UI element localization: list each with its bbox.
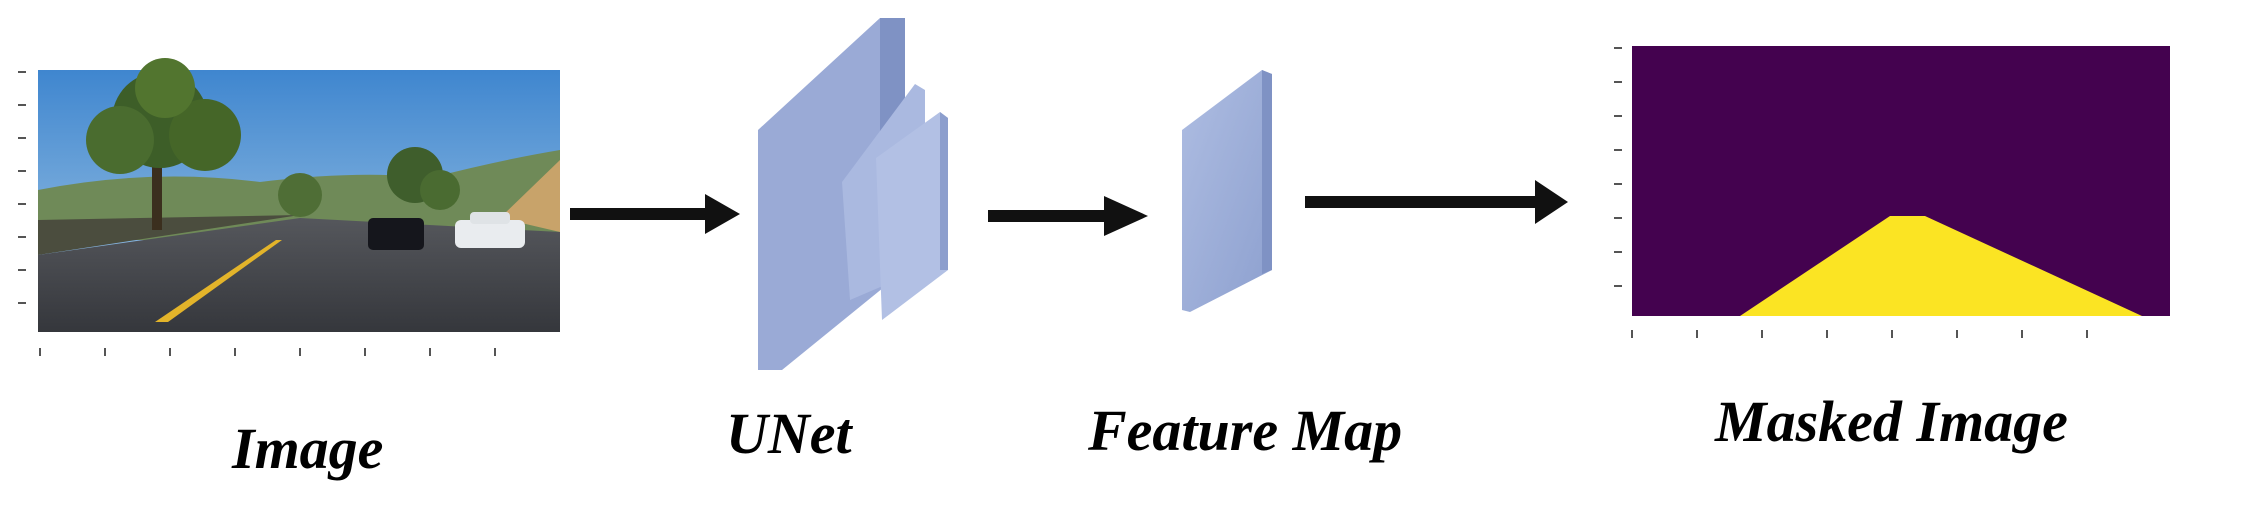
- tree: [86, 58, 241, 230]
- right-arrow-icon: [570, 194, 740, 234]
- right-arrow-icon: [988, 196, 1148, 236]
- mask-region: [1740, 216, 2142, 316]
- mask-axis-ticks: [1614, 47, 2088, 338]
- masked-image: [1632, 46, 2170, 316]
- caption-unet: UNet: [726, 401, 852, 466]
- road-photo: [38, 58, 560, 332]
- caption-image: Image: [232, 416, 384, 481]
- unet-block-icon: [758, 18, 948, 370]
- right-arrow-icon: [1305, 180, 1568, 224]
- feature-map-icon: [1182, 70, 1272, 312]
- photo-axis-ticks: [18, 71, 496, 356]
- caption-feature-map: Feature Map: [1088, 398, 1403, 463]
- caption-masked-image: Masked Image: [1715, 389, 2068, 454]
